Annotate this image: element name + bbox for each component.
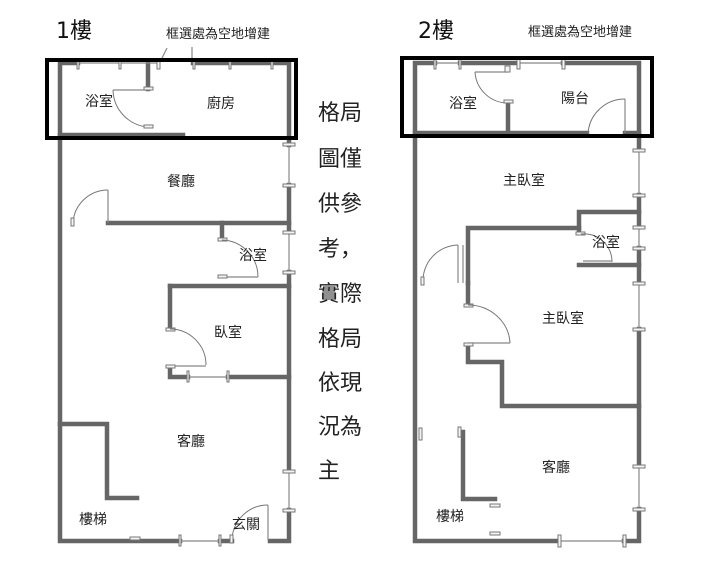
floor-1-doors xyxy=(70,86,269,544)
floor-1-title: 1樓 xyxy=(56,19,92,44)
floor-2-note: 框選處為空地增建 xyxy=(528,24,632,40)
floor-1-windows xyxy=(76,59,296,547)
room-label-entrance: 玄關 xyxy=(232,516,260,533)
room-label-living-room: 客廳 xyxy=(177,433,205,450)
floor-1-extension-highlight-box xyxy=(45,58,298,140)
floor-2-title: 2樓 xyxy=(418,19,454,44)
room-label-bathroom: 浴室 xyxy=(592,234,620,251)
floor-1-plan: 1樓 框選處為空地增建 xyxy=(45,19,298,547)
room-label-stairs: 樓梯 xyxy=(79,512,107,528)
disclaimer-line: 實際 xyxy=(318,282,362,307)
floor-2-extension-highlight-box xyxy=(400,56,654,138)
disclaimer-line: 供參 xyxy=(318,192,362,217)
floor-2-walls xyxy=(412,60,642,544)
room-label-balcony: 陽台 xyxy=(561,91,589,107)
room-label-living-room: 客廳 xyxy=(542,459,570,476)
disclaimer-text: 格局 圖僅 供參 考， 實際 格局 依現 況為 主 xyxy=(318,101,362,484)
floor-1-room-labels: 浴室 廚房 餐廳 浴室 臥室 客廳 樓梯 玄關 xyxy=(79,93,267,533)
disclaimer-line: 考， xyxy=(318,237,362,262)
floor-2-doors xyxy=(420,65,626,508)
room-label-bedroom: 臥室 xyxy=(214,324,242,341)
disclaimer-line: 依現 xyxy=(318,371,362,396)
room-label-stairs: 樓梯 xyxy=(436,509,464,525)
room-label-master-bedroom: 主臥室 xyxy=(503,172,545,189)
floor-1-walls xyxy=(57,60,292,544)
room-label-kitchen: 廚房 xyxy=(207,95,235,112)
disclaimer-line: 格局 xyxy=(318,101,362,126)
room-label-master-bedroom: 主臥室 xyxy=(542,310,584,327)
room-label-bathroom: 浴室 xyxy=(449,95,477,112)
disclaimer-line: 格局 xyxy=(318,327,362,352)
room-label-bathroom: 浴室 xyxy=(85,93,113,110)
disclaimer-line: 況為 xyxy=(318,415,362,440)
floor-2-room-labels: 浴室 陽台 主臥室 浴室 主臥室 客廳 樓梯 xyxy=(436,91,620,525)
room-label-dining-room: 餐廳 xyxy=(167,173,195,190)
floor-2-windows xyxy=(418,58,646,548)
disclaimer-line: 主 xyxy=(318,459,340,484)
disclaimer-line: 圖僅 xyxy=(318,147,362,172)
floor-2-plan: 2樓 框選處為空地增建 xyxy=(400,19,654,548)
room-label-bathroom: 浴室 xyxy=(239,247,267,264)
floor-1-note: 框選處為空地增建 xyxy=(166,26,270,42)
